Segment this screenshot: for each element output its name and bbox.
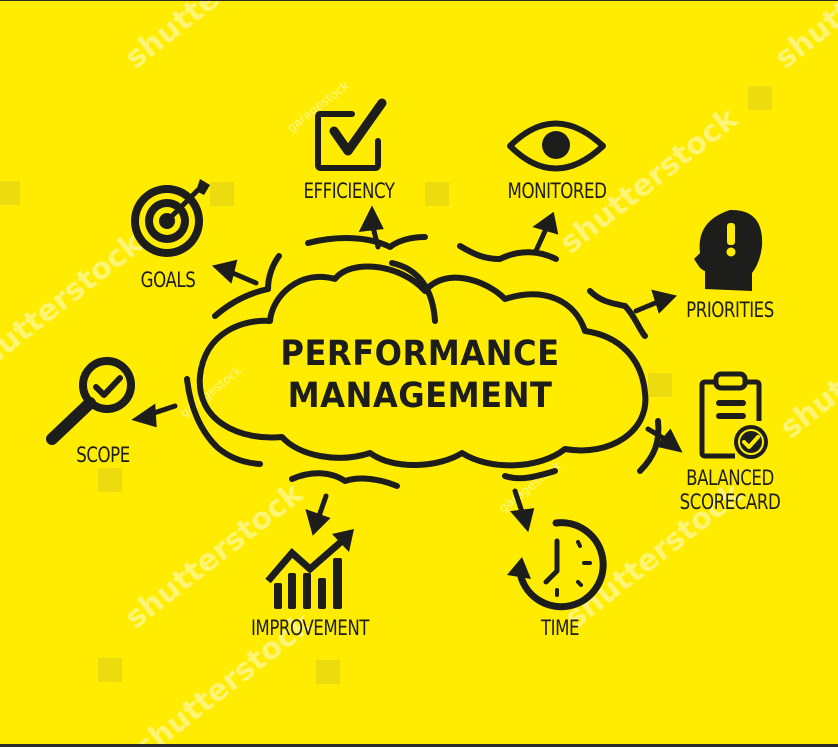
watermark-logo [98, 468, 122, 492]
checkbox-check-icon [315, 98, 387, 171]
watermark-logo [648, 373, 672, 397]
watermark-logo [98, 658, 122, 682]
node-label-balanced-scorecard: BALANCED SCORECARD [668, 466, 791, 514]
magnifier-check-icon [46, 357, 135, 445]
node-label-scope: SCOPE [76, 443, 130, 467]
central-topic: PERFORMANCE MANAGEMENT [236, 333, 604, 417]
node-label-time: TIME [540, 616, 580, 640]
node-label-goals: GOALS [140, 268, 196, 292]
clock-history-icon [507, 519, 607, 611]
node-label-balanced: BALANCED [686, 466, 774, 490]
clipboard-check-icon [699, 371, 768, 459]
central-topic-line2: MANAGEMENT [287, 376, 553, 416]
watermark-logo [316, 660, 340, 684]
node-label-priorities: PRIORITIES [686, 298, 774, 322]
central-topic-line1: PERFORMANCE [280, 334, 560, 374]
watermark-logo [210, 182, 234, 206]
node-label-improvement: IMPROVEMENT [250, 616, 370, 640]
node-label-efficiency: EFFICIENCY [303, 179, 395, 203]
watermark-logo [748, 86, 772, 110]
head-exclamation-icon [694, 209, 763, 291]
cloud-outline [196, 263, 649, 469]
watermark-logo [425, 182, 449, 206]
node-label-monitored: MONITORED [507, 179, 607, 203]
target-arrow-icon [131, 179, 210, 257]
bar-chart-up-icon [265, 529, 354, 609]
node-label-scorecard: SCORECARD [679, 490, 781, 514]
watermark-logo [0, 181, 20, 205]
eye-icon [507, 120, 606, 172]
